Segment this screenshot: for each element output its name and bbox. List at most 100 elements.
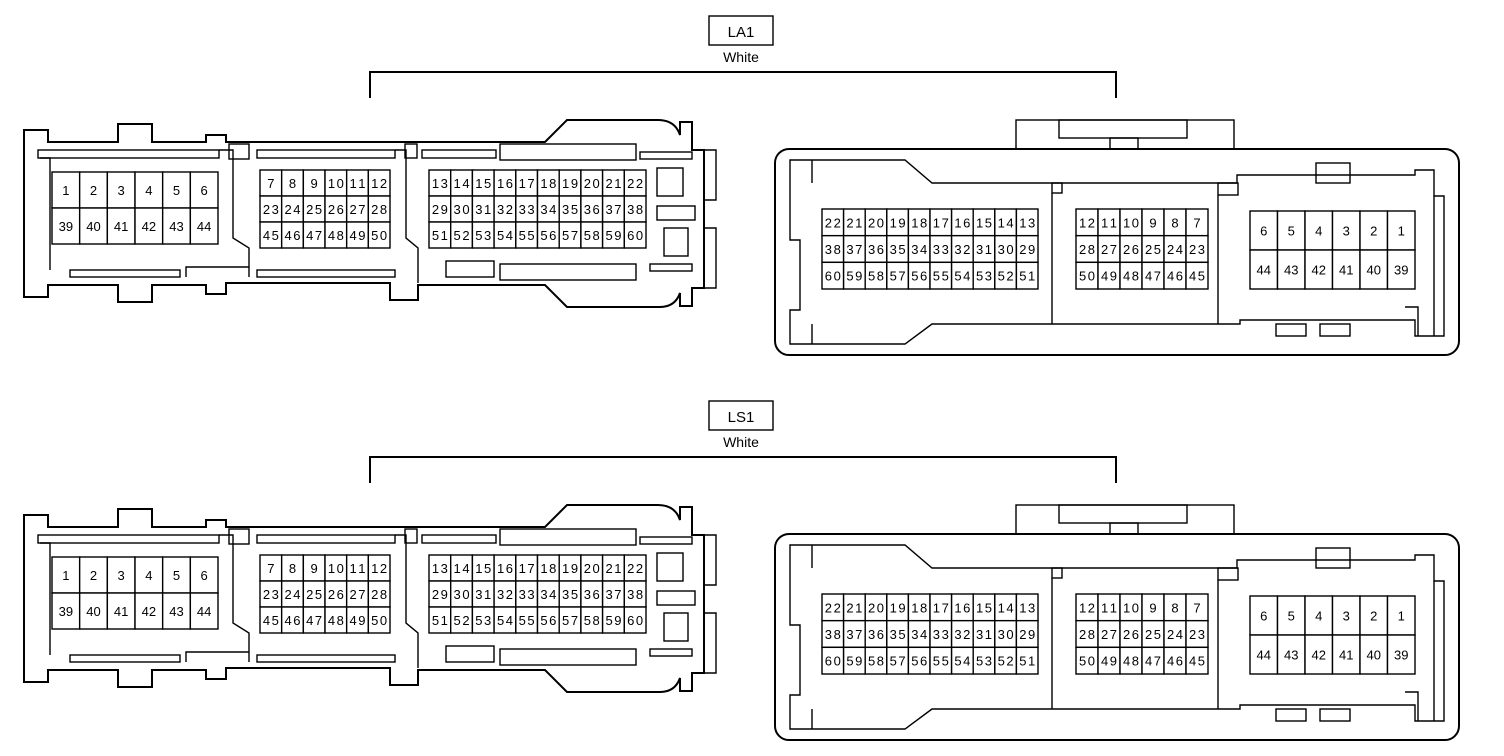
pin-cell — [1185, 261, 1209, 290]
pin-number: 51 — [432, 613, 448, 628]
pin-cell — [1386, 595, 1416, 636]
pin-number: 13 — [1019, 215, 1035, 230]
pin-number: 34 — [540, 202, 556, 217]
pin-number: 6 — [1260, 609, 1267, 624]
pin-number: 50 — [371, 613, 387, 628]
pin-number: 16 — [954, 215, 970, 230]
pin-number: 59 — [846, 269, 862, 284]
pin-number: 35 — [890, 242, 906, 257]
pin-number: 13 — [432, 561, 448, 576]
pin-number: 50 — [1079, 269, 1095, 284]
pin-number: 53 — [475, 228, 491, 243]
pin-number: 32 — [497, 587, 513, 602]
pin-number: 20 — [584, 176, 600, 191]
pin-number: 24 — [1167, 627, 1183, 642]
pin-number: 34 — [911, 242, 927, 257]
pin-number: 1 — [1398, 224, 1405, 239]
pin-number: 30 — [454, 587, 470, 602]
pin-number: 51 — [1019, 654, 1035, 669]
pin-number: 52 — [454, 228, 470, 243]
pin-number: 18 — [911, 215, 927, 230]
pin-number: 37 — [846, 627, 862, 642]
right-connector-housing — [774, 504, 1460, 741]
bracket — [369, 71, 1117, 98]
pin-number: 14 — [998, 600, 1014, 615]
pin-number: 3 — [1343, 609, 1350, 624]
pin-cell — [134, 556, 164, 594]
pin-cell — [1359, 249, 1389, 290]
pin-number: 31 — [475, 202, 491, 217]
pin-number: 16 — [954, 600, 970, 615]
pin-number: 25 — [306, 202, 322, 217]
pin-number: 50 — [371, 228, 387, 243]
pin-number: 12 — [371, 176, 387, 191]
pin-number: 39 — [1394, 263, 1408, 278]
pin-number: 16 — [497, 176, 513, 191]
pin-cell — [367, 221, 391, 249]
pin-number: 54 — [497, 228, 513, 243]
pin-number: 27 — [1101, 627, 1117, 642]
pin-number: 14 — [998, 215, 1014, 230]
pin-number: 9 — [1149, 600, 1156, 615]
pin-number: 4 — [145, 568, 152, 583]
right-connector-housing — [774, 119, 1460, 356]
pin-number: 41 — [1339, 648, 1353, 663]
pin-number: 53 — [976, 269, 992, 284]
pin-number: 26 — [328, 587, 344, 602]
pin-number: 29 — [432, 202, 448, 217]
pin-number: 5 — [1288, 609, 1295, 624]
pin-number: 10 — [328, 176, 344, 191]
pin-number: 8 — [289, 176, 296, 191]
pin-cell — [51, 171, 81, 209]
pin-number: 12 — [371, 561, 387, 576]
pin-number: 28 — [371, 202, 387, 217]
pin-number: 21 — [846, 600, 862, 615]
pin-number: 59 — [605, 613, 621, 628]
pin-number: 43 — [1284, 263, 1298, 278]
pin-cell — [1276, 249, 1306, 290]
connector-code: LA1 — [728, 24, 755, 41]
pin-number: 30 — [998, 242, 1014, 257]
pin-number: 3 — [118, 183, 125, 198]
pin-number: 55 — [933, 269, 949, 284]
pin-number: 42 — [1312, 648, 1326, 663]
pin-number: 22 — [627, 561, 643, 576]
pin-number: 32 — [954, 627, 970, 642]
pin-number: 5 — [1288, 224, 1295, 239]
pin-number: 58 — [868, 269, 884, 284]
pin-number: 15 — [976, 215, 992, 230]
pin-cell — [78, 592, 109, 630]
pin-number: 18 — [540, 176, 556, 191]
pin-number: 22 — [825, 600, 841, 615]
pin-cell — [161, 207, 192, 245]
pin-number: 38 — [627, 202, 643, 217]
pin-cell — [1304, 634, 1334, 675]
pin-number: 2 — [90, 183, 97, 198]
pin-number: 52 — [454, 613, 470, 628]
pin-number: 37 — [605, 202, 621, 217]
pin-number: 55 — [519, 613, 535, 628]
pin-number: 23 — [263, 587, 279, 602]
pin-number: 54 — [954, 269, 970, 284]
pin-cell — [189, 171, 219, 209]
pin-cell — [78, 556, 109, 594]
pin-number: 21 — [846, 215, 862, 230]
pin-number: 3 — [118, 568, 125, 583]
pin-number: 53 — [976, 654, 992, 669]
pin-number: 42 — [1312, 263, 1326, 278]
pin-number: 19 — [562, 561, 578, 576]
pin-number: 46 — [1167, 654, 1183, 669]
pin-number: 29 — [1019, 627, 1035, 642]
pin-number: 31 — [976, 242, 992, 257]
pin-number: 55 — [519, 228, 535, 243]
pin-number: 10 — [1123, 600, 1139, 615]
pin-number: 23 — [1189, 242, 1205, 257]
pin-number: 59 — [846, 654, 862, 669]
pin-cell — [189, 592, 219, 630]
